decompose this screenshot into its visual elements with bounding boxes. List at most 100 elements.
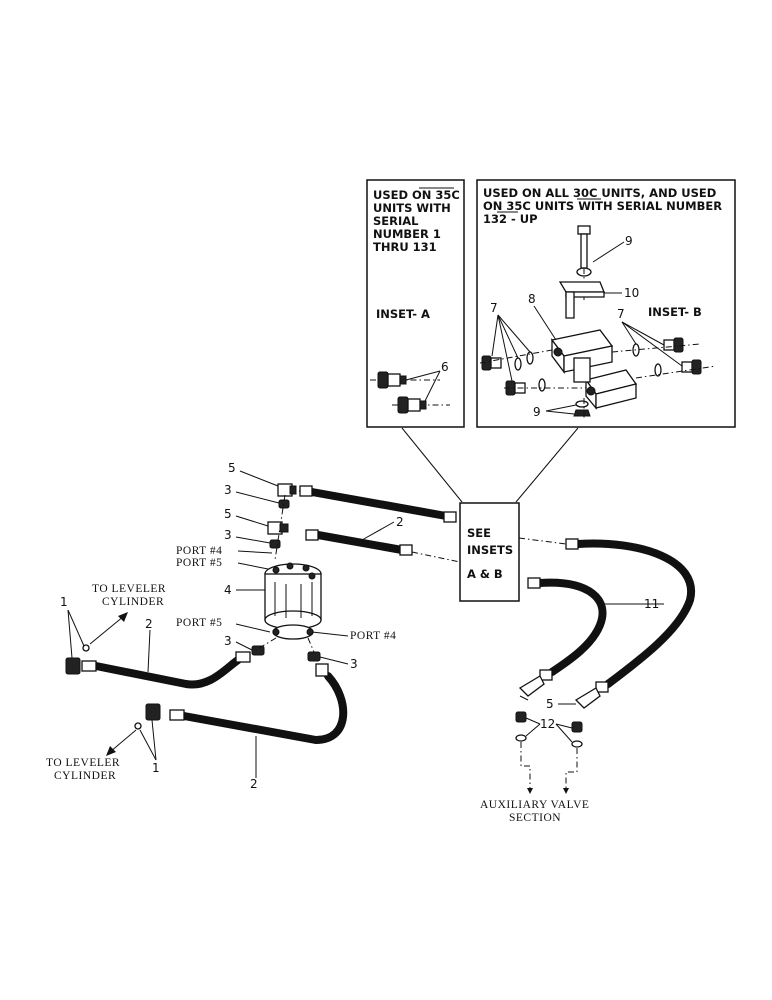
inset-b-frame bbox=[476, 179, 736, 428]
to-leveler-bottom-1: TO LEVELER bbox=[46, 757, 120, 769]
hose-end bbox=[235, 651, 251, 663]
to-leveler-top-1: TO LEVELER bbox=[92, 583, 166, 595]
inset-b: USED ON ALL 30C UNITS, AND USED ON 35C U… bbox=[476, 179, 736, 428]
leader bbox=[239, 470, 279, 487]
leader bbox=[235, 515, 269, 527]
leader bbox=[237, 550, 273, 554]
leader bbox=[533, 305, 557, 341]
inset-a-line-5: THRU 131 bbox=[373, 240, 437, 254]
part-5b-label: 5 bbox=[224, 507, 232, 521]
elbows-5-right bbox=[518, 669, 609, 709]
part-7-right-label: 7 bbox=[617, 307, 625, 321]
inset-b-line-3: 132 - UP bbox=[483, 212, 538, 226]
leader bbox=[555, 723, 573, 729]
part-9-bottom-label: 9 bbox=[533, 405, 541, 419]
valve-body-8 bbox=[550, 329, 638, 410]
hose-end bbox=[443, 511, 457, 523]
leader bbox=[621, 321, 665, 346]
leader bbox=[405, 370, 441, 381]
pointer-to-inset-a bbox=[401, 427, 463, 503]
part-6-label: 6 bbox=[441, 360, 449, 374]
hose-end bbox=[399, 544, 413, 556]
leader bbox=[424, 370, 441, 402]
leader bbox=[237, 562, 269, 570]
centerline bbox=[518, 537, 567, 545]
leader bbox=[235, 623, 271, 633]
leader bbox=[592, 241, 625, 263]
hose-11-inner bbox=[536, 578, 607, 676]
hose-2-upper bbox=[308, 488, 450, 520]
part-3-left-label: 3 bbox=[224, 634, 232, 648]
part-2-bottom-label: 2 bbox=[250, 777, 258, 791]
inset-a-frame bbox=[366, 179, 465, 428]
leader bbox=[235, 641, 253, 651]
part-5a-label: 5 bbox=[228, 461, 236, 475]
centerline bbox=[307, 637, 315, 653]
leader bbox=[621, 321, 683, 367]
leader bbox=[555, 723, 573, 743]
inset-a-line-3: SERIAL bbox=[373, 214, 419, 228]
part-10-label: 10 bbox=[624, 286, 639, 300]
inset-a-line-4: NUMBER 1 bbox=[373, 227, 441, 241]
centerline bbox=[611, 343, 701, 353]
fitting-3-left bbox=[251, 645, 265, 656]
port4-top-label: PORT #4 bbox=[176, 545, 222, 557]
arrow-head bbox=[563, 788, 569, 794]
fittings-7-left bbox=[481, 351, 546, 396]
inset-b-line-2: ON 35C UNITS WITH SERIAL NUMBER bbox=[483, 199, 722, 213]
hose-end bbox=[315, 663, 329, 677]
see-insets-line-1: SEE bbox=[467, 526, 491, 540]
elbow-5-lower bbox=[267, 521, 289, 535]
centerline bbox=[479, 349, 553, 364]
leader bbox=[497, 314, 519, 359]
port4-bottom-label: PORT #4 bbox=[350, 630, 396, 642]
hose-end bbox=[527, 577, 541, 589]
hose-11-outer bbox=[574, 539, 696, 688]
part-7-left-label: 7 bbox=[490, 301, 498, 315]
nut-9 bbox=[573, 400, 591, 417]
hose-2-second bbox=[314, 531, 406, 554]
leader bbox=[491, 314, 499, 357]
fitting-1-upper bbox=[65, 644, 90, 675]
leader bbox=[151, 719, 157, 761]
leader bbox=[147, 629, 151, 673]
hose-2-bottom bbox=[180, 672, 348, 745]
part-2-top-label: 2 bbox=[396, 515, 404, 529]
see-insets-line-3: A & B bbox=[467, 567, 503, 581]
inset-a: USED ON 35C UNITS WITH SERIAL NUMBER 1 T… bbox=[366, 179, 465, 428]
part-3-right-label: 3 bbox=[350, 657, 358, 671]
part-11-label: 11 bbox=[644, 597, 659, 611]
part-3a-label: 3 bbox=[224, 483, 232, 497]
leader bbox=[235, 491, 280, 504]
flow-line bbox=[520, 742, 531, 790]
to-leveler-bottom-2: CYLINDER bbox=[54, 770, 116, 782]
fitting-3-mid bbox=[269, 539, 281, 549]
leader bbox=[519, 695, 529, 701]
fitting-6-lower bbox=[397, 396, 427, 414]
auxiliary-label-2: SECTION bbox=[509, 812, 561, 824]
leader bbox=[361, 521, 395, 541]
fitting-6-upper bbox=[377, 371, 407, 389]
fittings-7-right bbox=[632, 337, 702, 377]
hose-2-left bbox=[92, 656, 242, 689]
to-leveler-top-2: CYLINDER bbox=[102, 596, 164, 608]
leader bbox=[139, 729, 157, 761]
part-2-mid-label: 2 bbox=[145, 617, 153, 631]
bracket-10 bbox=[558, 281, 605, 319]
part-12-label: 12 bbox=[540, 717, 555, 731]
centerline bbox=[635, 365, 717, 379]
inset-a-line-2: UNITS WITH bbox=[373, 201, 451, 215]
centerline bbox=[411, 551, 461, 563]
centerline bbox=[274, 494, 286, 561]
part-8-label: 8 bbox=[528, 292, 536, 306]
part-1-bottom-label: 1 bbox=[152, 761, 160, 775]
leader bbox=[621, 321, 637, 345]
pointer-to-inset-b bbox=[515, 427, 579, 503]
hose-end bbox=[299, 485, 313, 497]
leader bbox=[311, 631, 349, 637]
part-3b-label: 3 bbox=[224, 528, 232, 542]
leader bbox=[497, 314, 513, 382]
leader bbox=[525, 723, 541, 737]
part-4-label: 4 bbox=[224, 583, 232, 597]
